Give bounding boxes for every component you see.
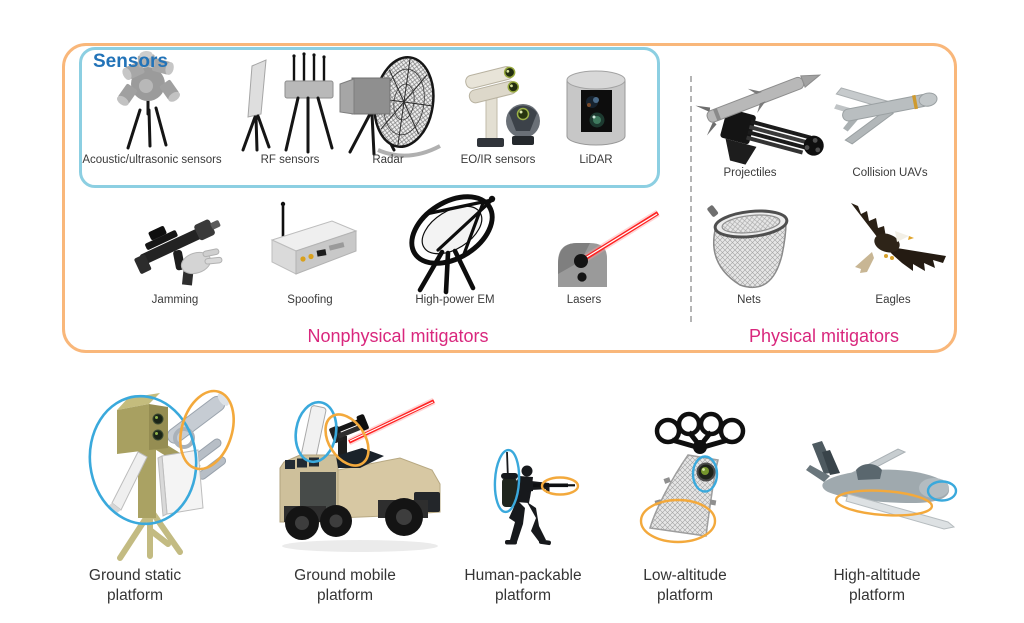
platform-label-human-packable: Human-packable platform [464, 567, 582, 605]
sensor-label-acoustic: Acoustic/ultrasonic sensors [82, 154, 222, 166]
mitigator-label-high-power-em: High-power EM [415, 294, 495, 306]
mitigator-divider [690, 76, 692, 322]
platform-label-ground-mobile: Ground mobile platform [294, 567, 396, 605]
physical-mitigators-label: Physical mitigators [748, 326, 900, 346]
mitigator-label-eagles: Eagles [875, 294, 911, 306]
mitigator-label-spoofing: Spoofing [287, 294, 333, 306]
low-altitude-platform-icon [639, 411, 746, 544]
nonphysical-mitigators-label: Nonphysical mitigators [307, 326, 489, 346]
sensors-box-title: Sensors [93, 51, 168, 72]
mitigator-label-lasers: Lasers [566, 294, 602, 306]
mitigators-box [62, 43, 957, 353]
mitigator-label-projectiles: Projectiles [723, 167, 777, 179]
human-packable-platform-icon [493, 448, 580, 546]
platform-label-ground-static: Ground static platform [88, 567, 182, 605]
ground-static-platform-icon [88, 389, 235, 561]
mitigator-label-nets: Nets [737, 294, 761, 306]
mitigator-label-collision-uavs: Collision UAVs [852, 167, 928, 179]
sensor-label-eo-ir: EO/IR sensors [460, 154, 536, 166]
ground-mobile-platform-icon [279, 397, 441, 552]
sensor-label-rf: RF sensors [260, 154, 320, 166]
sensors-box [79, 47, 660, 188]
high-altitude-platform-icon [806, 441, 958, 530]
platform-label-low-altitude: Low-altitude platform [643, 567, 727, 605]
sensor-label-lidar: LiDAR [579, 154, 613, 166]
mitigator-label-jamming: Jamming [151, 294, 199, 306]
platform-label-high-altitude: High-altitude platform [833, 567, 921, 605]
sensor-label-radar: Radar [372, 154, 404, 166]
